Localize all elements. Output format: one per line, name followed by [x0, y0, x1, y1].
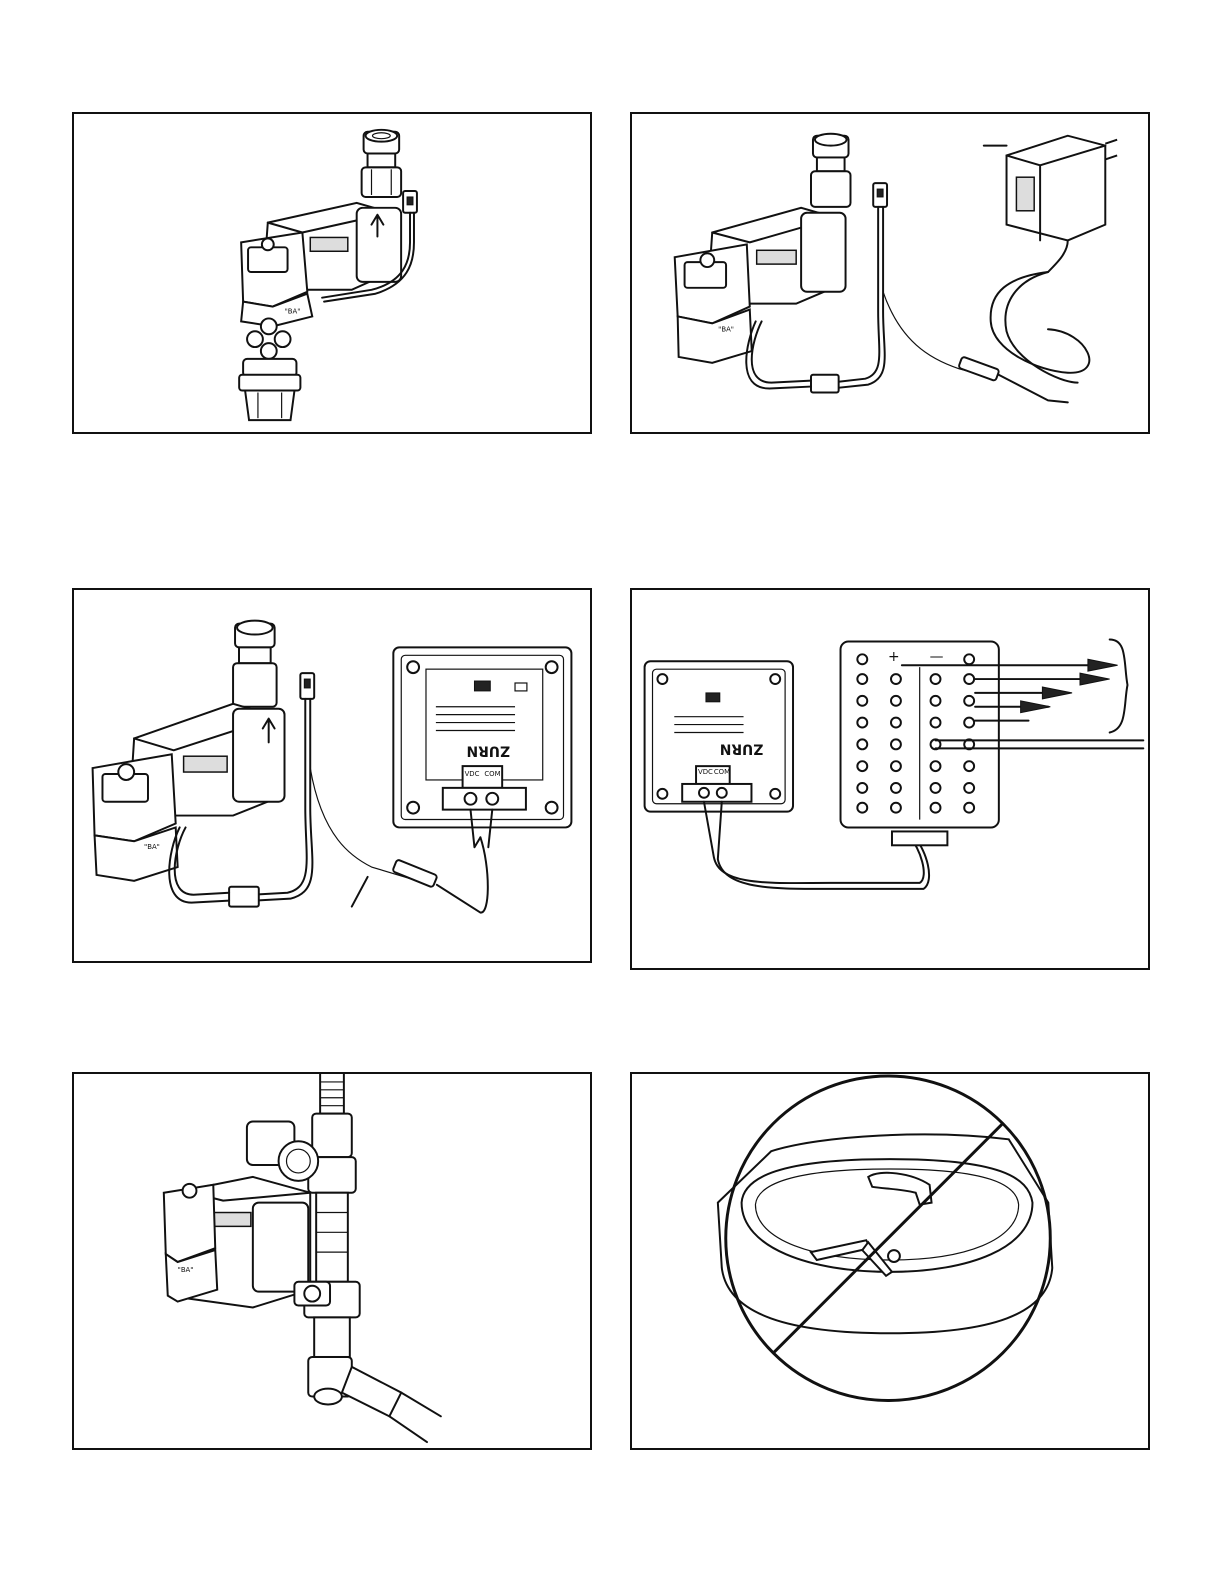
filter-cartridge	[239, 318, 300, 420]
brand-label: ZURN	[467, 742, 511, 758]
plus-label: +	[888, 649, 900, 665]
junction-block: + —	[841, 641, 999, 845]
com-label: COM	[484, 770, 500, 778]
power-box-junction-drawing: ZURN VDC COM + —	[632, 590, 1148, 968]
solenoid-cap: "BA"	[93, 754, 178, 881]
side-valve	[247, 1121, 318, 1180]
inlet-fitting	[811, 134, 851, 207]
supply-pipe	[304, 1074, 441, 1442]
valve-transformer-drawing: "BA"	[632, 114, 1148, 432]
figure-valve-power-box: "BA" Z	[72, 588, 592, 963]
prohibited-sink-drawing	[632, 1074, 1148, 1448]
valve-installed-drawing: "BA"	[74, 1074, 590, 1448]
vdc-label: VDC	[465, 770, 480, 778]
inlet-fitting	[362, 130, 402, 197]
brand-label: ZURN	[720, 740, 764, 756]
vdc-label: VDC	[698, 768, 713, 776]
valve-disassembled-drawing: "BA"	[74, 114, 590, 432]
valve-power-box-drawing: "BA" Z	[74, 590, 590, 961]
minus-label: —	[930, 649, 944, 665]
solenoid-cap: "BA"	[241, 233, 312, 327]
power-box: ZURN VDC COM	[645, 661, 793, 811]
power-box: ZURN VDC COM	[393, 647, 571, 847]
svg-text:"BA": "BA"	[178, 1266, 194, 1274]
figure-valve-plugin-transformer: "BA"	[630, 112, 1150, 434]
tee-fitting	[294, 1282, 330, 1306]
plug-in-transformer	[958, 136, 1117, 403]
solenoid-cap: "BA"	[164, 1184, 217, 1302]
svg-text:"BA": "BA"	[718, 325, 734, 333]
svg-text:"BA": "BA"	[144, 843, 160, 851]
figure-valve-disassembled: "BA"	[72, 112, 592, 434]
figure-valve-installed-pipe: "BA"	[72, 1072, 592, 1450]
svg-text:"BA": "BA"	[285, 307, 301, 315]
figure-no-sink-storage	[630, 1072, 1150, 1450]
solenoid-cap: "BA"	[675, 244, 752, 363]
figure-power-box-junction: ZURN VDC COM + —	[630, 588, 1150, 970]
inlet-fitting	[233, 621, 277, 707]
sink	[718, 1134, 1052, 1333]
com-label: COM	[714, 768, 730, 776]
